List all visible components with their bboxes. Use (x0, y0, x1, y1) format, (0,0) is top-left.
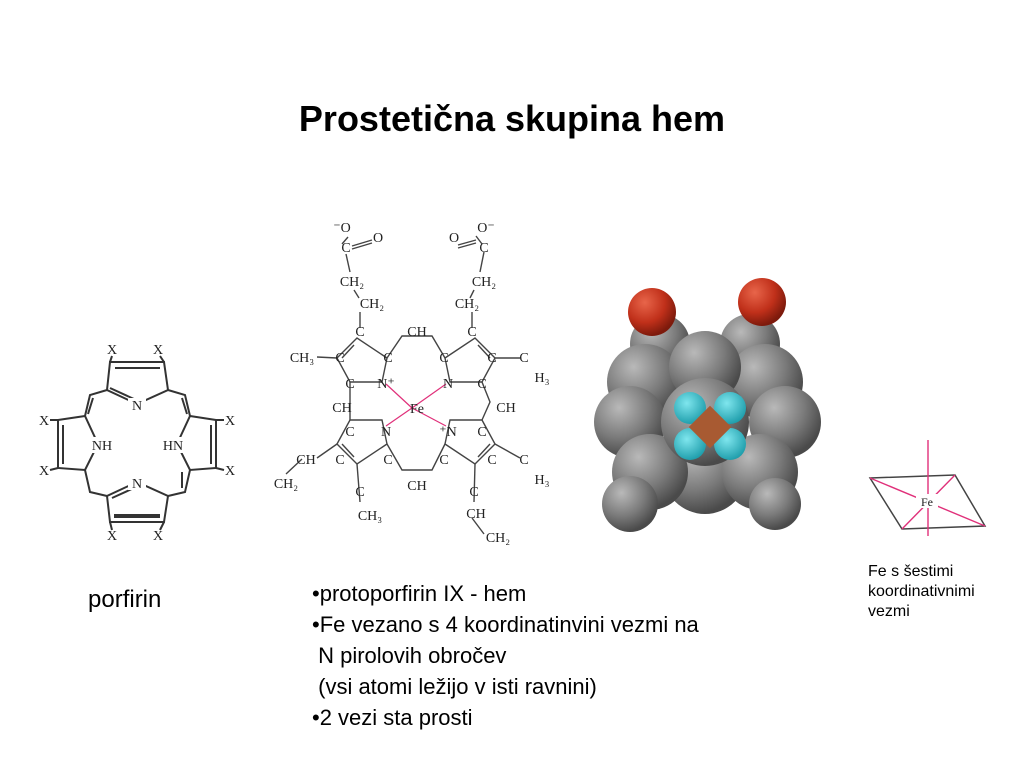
porphyrin-x: X (39, 414, 49, 429)
heme-c: C (383, 453, 392, 468)
heme-ch2: CH₂ (340, 275, 364, 290)
fe-octahedral-coordination: Fe (868, 440, 987, 536)
heme-c: C (477, 377, 486, 392)
porphyrin-x: X (39, 464, 49, 479)
octahedron-fe-label: Fe (921, 495, 933, 509)
bullet-item: •protoporfirin IX - hem (312, 581, 527, 606)
porphyrin-x: X (225, 414, 235, 429)
heme-n: N (443, 377, 453, 392)
heme-c: C (477, 425, 486, 440)
bullet-item: •2 vezi sta prosti (312, 705, 473, 730)
heme-c: C (519, 453, 528, 468)
fe-coordination-caption: Fe s šestimi koordinativnimi vezmi (868, 562, 975, 622)
heme-o-minus-left: ⁻O (333, 221, 351, 236)
heme-ch: CH (407, 325, 426, 340)
heme-c: C (341, 241, 350, 256)
porphyrin-x: X (107, 343, 117, 358)
heme-o-minus-right: O⁻ (477, 221, 495, 236)
porphyrin-n-bottom: N (132, 477, 142, 492)
bullet-item: (vsi atomi ležijo v isti ravnini) (312, 674, 597, 699)
porphyrin-x: X (153, 343, 163, 358)
heme-ch: CH (332, 401, 351, 416)
porfirin-caption: porfirin (88, 586, 162, 613)
heme-c: C (439, 453, 448, 468)
heme-h3: H₃ (535, 371, 550, 386)
heme-c: C (345, 377, 354, 392)
fe-caption-line: koordinativnimi (868, 583, 975, 600)
porphyrin-x: X (153, 529, 163, 544)
porphyrin-x: X (225, 464, 235, 479)
bullet-item: •Fe vezano s 4 koordinatinvini vezmi na (312, 612, 699, 637)
porphyrin-x: X (107, 529, 117, 544)
bullet-item: N pirolovih obročev (312, 643, 507, 668)
heme-ch2: CH₂ (360, 297, 384, 312)
heme-c: C (383, 351, 392, 366)
heme-space-filling-model (594, 278, 821, 532)
heme-ch: CH (296, 453, 315, 468)
heme-c: C (467, 325, 476, 340)
heme-ch2: CH₂ (486, 531, 510, 546)
heme-c: C (345, 425, 354, 440)
heme-h3: H₃ (535, 473, 550, 488)
heme-ch3: CH₃ (290, 351, 314, 366)
heme-ch: CH (407, 479, 426, 494)
heme-plus-n: ⁺N (439, 425, 457, 440)
heme-c: C (439, 351, 448, 366)
fe-caption-line: Fe s šestimi (868, 563, 954, 580)
heme-c: C (487, 351, 496, 366)
slide-title: Prostetična skupina hem (298, 98, 726, 139)
heme-c: C (479, 241, 488, 256)
heme-ch2: CH₂ (455, 297, 479, 312)
heme-c: C (355, 485, 364, 500)
heme-description-list: •protoporfirin IX - hem •Fe vezano s 4 k… (312, 578, 699, 733)
heme-ch: CH (496, 401, 515, 416)
heme-o-left: O (373, 231, 383, 246)
heme-c: C (335, 453, 344, 468)
heme-ch: CH (466, 507, 485, 522)
heme-n-plus: N⁺ (377, 377, 395, 392)
heme-c: C (519, 351, 528, 366)
heme-ch2: CH₂ (274, 477, 298, 492)
porphyrin-hn-right: HN (163, 439, 183, 454)
heme-structure: ⁻O O C CH₂ CH₂ O O⁻ C CH₂ CH₂ C C CH CH₃… (274, 221, 550, 546)
fe-caption-line: vezmi (868, 603, 910, 620)
porphyrin-nh-left: NH (92, 439, 112, 454)
heme-n: N (381, 425, 391, 440)
heme-ch3: CH₃ (358, 509, 382, 524)
porphyrin-n-top: N (132, 399, 142, 414)
porphyrin-structure: N N NH HN X X X X X X X X (39, 343, 235, 544)
heme-o-right: O (449, 231, 459, 246)
heme-c: C (487, 453, 496, 468)
heme-c: C (335, 351, 344, 366)
heme-fe: Fe (410, 402, 424, 417)
heme-c: C (355, 325, 364, 340)
heme-c: C (469, 485, 478, 500)
heme-ch2: CH₂ (472, 275, 496, 290)
